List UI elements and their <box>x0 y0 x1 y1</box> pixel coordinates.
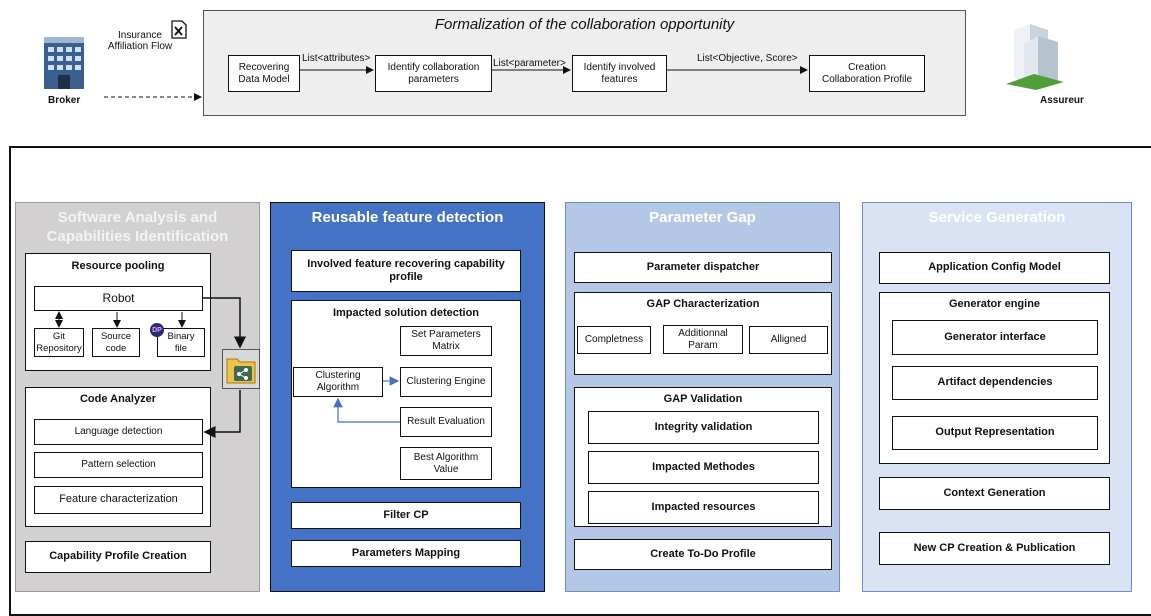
edge-list-parameter: List<parameter> <box>493 58 566 69</box>
completness-box: Completness <box>577 326 651 354</box>
arrow-eval-alg <box>333 397 400 423</box>
binary-file-box: Binary file <box>157 328 205 357</box>
set-parameters-matrix-box: Set Parameters Matrix <box>400 326 492 356</box>
binary-file-icon: DP <box>150 323 164 337</box>
p3-title: Parameter Gap <box>649 209 756 226</box>
code-analyzer-title: Code Analyzer <box>79 393 156 405</box>
generator-interface-box: Generator interface <box>892 320 1098 355</box>
parameters-mapping-box: Parameters Mapping <box>291 540 521 567</box>
new-cp-creation-box: New CP Creation & Publication <box>879 532 1110 565</box>
artifact-dependencies-box: Artifact dependencies <box>892 366 1098 400</box>
pattern-selection-box: Pattern selection <box>34 452 203 478</box>
impacted-solution-title: Impacted solution detection <box>332 307 480 319</box>
broker-label: Broker <box>48 95 81 106</box>
arrow-robot-folder <box>203 297 246 349</box>
application-config-model-box: Application Config Model <box>879 252 1110 284</box>
integrity-validation-box: Integrity validation <box>588 411 819 444</box>
edge-list-attributes: List<attributes> <box>302 53 371 64</box>
filter-cp-box: Filter CP <box>291 502 521 529</box>
involved-feature-box: Involved feature recovering capability p… <box>291 250 521 292</box>
output-representation-box: Output Representation <box>892 416 1098 450</box>
p1-title: Software Analysis and Capabilities Ident… <box>46 209 229 245</box>
language-detection-box: Language detection <box>34 419 203 445</box>
impacted-resources-box: Impacted resources <box>588 491 819 524</box>
context-generation-box: Context Generation <box>879 477 1110 510</box>
feature-characterization-box: Feature characterization <box>34 486 203 514</box>
folder-share-icon <box>222 349 260 389</box>
p2-title: Reusable feature detection <box>311 209 504 226</box>
result-evaluation-box: Result Evaluation <box>400 407 492 437</box>
resource-pooling-title: Resource pooling <box>71 260 165 272</box>
p4-title: Service Generation <box>928 209 1066 226</box>
impacted-methodes-box: Impacted Methodes <box>588 451 819 484</box>
additionnal-param-box: Additionnal Param <box>663 325 743 354</box>
parameter-dispatcher-box: Parameter dispatcher <box>574 252 832 283</box>
gap-characterization-title: GAP Characterization <box>646 298 760 310</box>
create-todo-profile-box: Create To-Do Profile <box>574 539 832 570</box>
git-repository-box: Git Repository <box>34 328 84 357</box>
step-creation-collaboration-profile: Creation Collaboration Profile <box>809 55 925 92</box>
document-x-icon <box>171 20 187 39</box>
alligned-box: Alligned <box>749 326 828 354</box>
step-recovering-data-model: Recovering Data Model <box>228 55 300 92</box>
capability-profile-creation-box: Capability Profile Creation <box>25 541 211 573</box>
formalization-title: Formalization of the collaboration oppor… <box>434 16 735 33</box>
gap-validation-title: GAP Validation <box>663 393 743 405</box>
clustering-algorithm-box: Clustering Algorithm <box>293 367 383 397</box>
generator-engine-title: Generator engine <box>948 298 1041 310</box>
assureur-label: Assureur <box>1040 95 1084 106</box>
clustering-engine-box: Clustering Engine <box>400 367 492 397</box>
insurance-label: Insurance Affiliation Flow <box>107 30 173 52</box>
best-algorithm-value-box: Best Algorithm Value <box>400 447 492 480</box>
assureur-building-icon <box>1000 20 1070 90</box>
broker-building-icon <box>38 33 90 91</box>
robot-box: Robot <box>34 286 203 311</box>
step-identify-involved-features: Identify involved features <box>572 55 667 92</box>
step-identify-collaboration-parameters: Identify collaboration parameters <box>375 55 492 92</box>
source-code-box: Source code <box>92 328 140 357</box>
edge-list-objective-score: List<Objective, Score> <box>697 53 798 64</box>
arrow-folder-language <box>203 390 241 438</box>
